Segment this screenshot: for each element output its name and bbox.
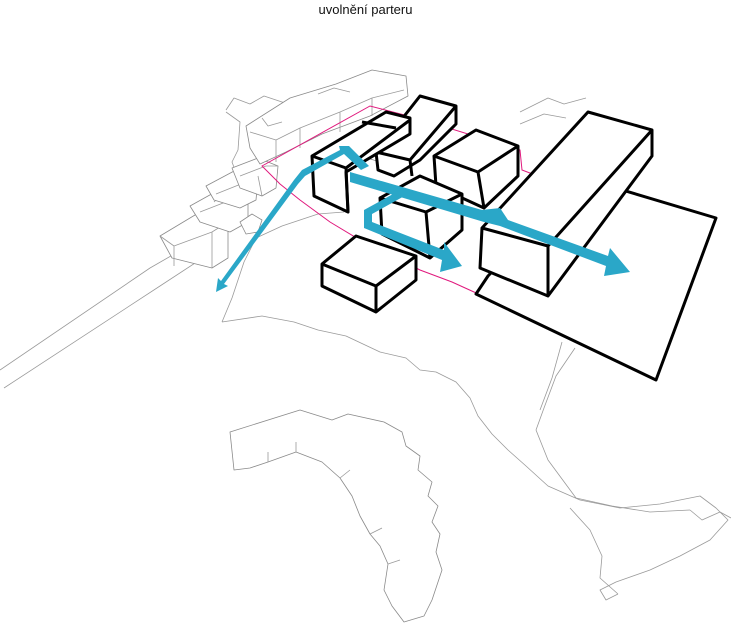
flow-arrow-south [364, 188, 462, 272]
flow-arrow-east [350, 172, 630, 276]
proposed-volumes [310, 94, 718, 382]
context-building-south [229, 409, 443, 623]
volume-block-south [320, 234, 418, 314]
ground-floor-flow-arrows [216, 146, 630, 292]
flow-arrow-west [216, 146, 369, 292]
context-buildings-west [159, 157, 279, 269]
volume-cube-north [432, 128, 520, 210]
diagram-title: uvolnění parteru [318, 2, 413, 17]
volume-east-slab [478, 110, 654, 298]
